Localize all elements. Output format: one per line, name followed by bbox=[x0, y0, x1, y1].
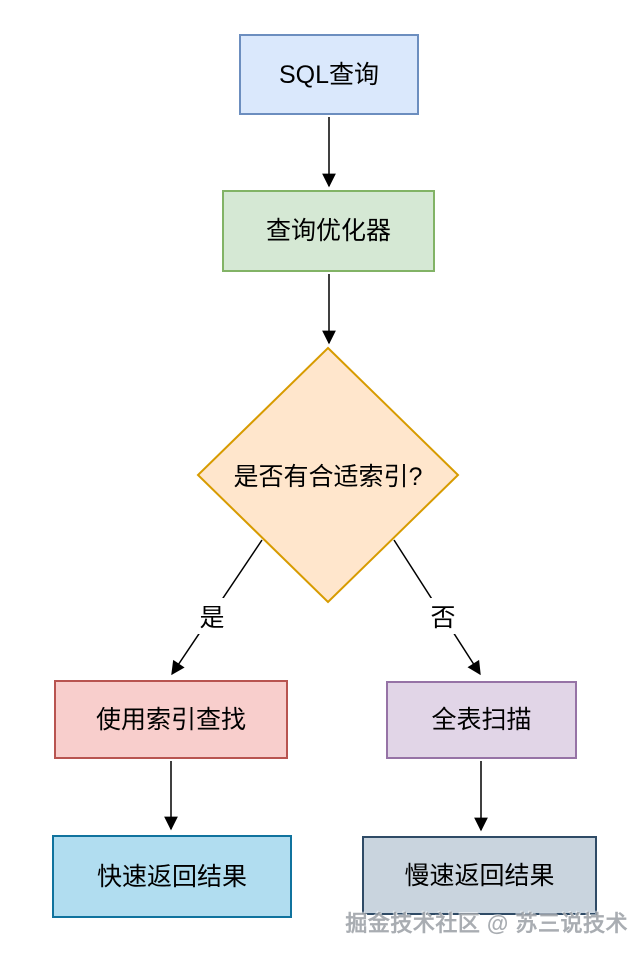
node-query-optimizer: 查询优化器 bbox=[222, 190, 435, 272]
watermark: 掘金技术社区 @ 苏三说技术 bbox=[345, 911, 628, 936]
node-sql-query-label: SQL查询 bbox=[278, 60, 380, 89]
node-decision-label: 是否有合适索引? bbox=[233, 463, 423, 491]
node-fast-result-label: 快速返回结果 bbox=[96, 862, 247, 891]
node-index-lookup-label: 使用索引查找 bbox=[95, 705, 246, 734]
node-full-table-scan-label: 全表扫描 bbox=[431, 706, 532, 734]
node-index-lookup: 使用索引查找 bbox=[54, 680, 288, 759]
node-sql-query: SQL查询 bbox=[239, 34, 419, 115]
edge-label-yes: 是 bbox=[188, 598, 236, 634]
node-slow-result-label: 慢速返回结果 bbox=[404, 861, 555, 890]
node-slow-result: 慢速返回结果 bbox=[362, 836, 597, 915]
node-full-table-scan: 全表扫描 bbox=[386, 681, 577, 759]
decision-diamond bbox=[196, 346, 460, 604]
node-query-optimizer-label: 查询优化器 bbox=[265, 217, 391, 245]
edge-label-no: 否 bbox=[419, 598, 467, 634]
node-fast-result: 快速返回结果 bbox=[52, 835, 292, 918]
